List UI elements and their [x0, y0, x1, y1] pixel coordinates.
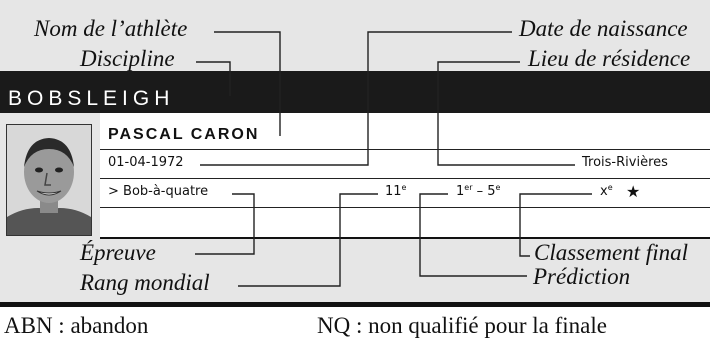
- world-rank-value: 11e: [385, 183, 407, 199]
- final-ranking-number: x: [600, 184, 608, 199]
- world-rank-number: 11: [385, 184, 402, 199]
- discipline-title: BOBSLEIGH: [8, 87, 175, 110]
- event-value: > Bob-à-quatre: [108, 184, 209, 199]
- legend-nq: NQ : non qualifié pour la finale: [317, 313, 607, 338]
- prediction-label: Prédiction: [533, 264, 631, 289]
- birth-date-label: Date de naissance: [519, 16, 688, 41]
- residence-label: Lieu de résidence: [528, 46, 691, 71]
- athlete-name: PASCAL CARON: [108, 126, 260, 143]
- athlete-name-label: Nom de l’athlète: [34, 16, 188, 41]
- row-divider: [100, 178, 710, 179]
- final-ranking-value: xe: [600, 183, 613, 199]
- card-bottom-rule: [100, 237, 710, 239]
- legend-divider: [0, 302, 710, 307]
- star-icon: ★: [626, 182, 641, 201]
- prediction-end-suffix: e: [495, 183, 501, 192]
- event-label: Épreuve: [80, 240, 156, 265]
- prediction-start-suffix: er: [464, 183, 473, 192]
- row-divider: [100, 149, 710, 150]
- birth-date-value: 01-04-1972: [108, 155, 184, 170]
- residence-value: Trois-Rivières: [582, 155, 668, 170]
- final-ranking-suffix: e: [607, 183, 613, 192]
- discipline-label: Discipline: [80, 46, 175, 71]
- athlete-portrait-icon: [7, 125, 91, 235]
- legend-abn: ABN : abandon: [4, 313, 149, 338]
- world-rank-suffix: e: [401, 183, 407, 192]
- world-rank-label: Rang mondial: [80, 270, 210, 295]
- prediction-value: 1er – 5e: [456, 183, 501, 199]
- athlete-photo: [6, 124, 92, 236]
- prediction-end: – 5: [472, 184, 496, 199]
- row-divider: [100, 207, 710, 208]
- final-ranking-label: Classement final: [534, 240, 688, 265]
- prediction-start: 1: [456, 184, 465, 199]
